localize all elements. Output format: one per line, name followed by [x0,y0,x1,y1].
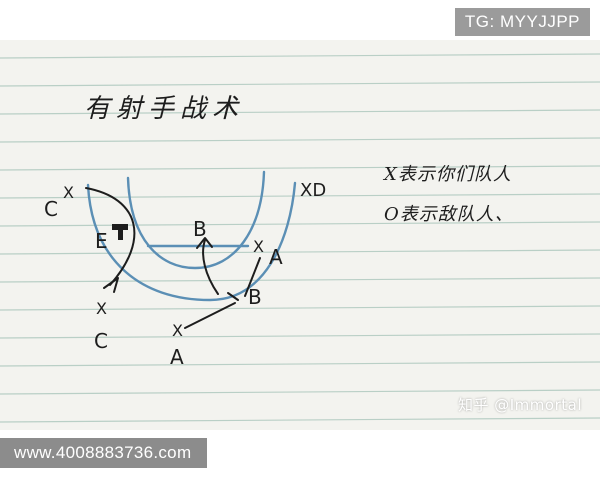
a-right-path [244,257,261,297]
label-a-bottom: A [170,345,184,369]
label-x-d: XD [300,180,326,201]
note-title: 有射手战术 [84,94,245,124]
label-a-right: A [269,245,283,269]
legend-x: X表示你们队人 [384,164,512,185]
tg-watermark: TG: MYYJJPP [454,8,590,36]
b-arrow-head [196,237,213,249]
label-e: E [95,229,108,253]
arrow-mark [227,292,239,301]
site-watermark: www.4008883736.com [0,438,208,468]
inner-arc [126,170,266,270]
legend-o: O表示敌队人、 [384,204,514,225]
b-arrow-up [202,239,219,295]
ruled-lines [0,53,600,423]
label-c-top: C [44,197,58,221]
label-b-low: B [248,285,262,309]
c-arrow [103,277,119,293]
label-c-bottom: C [94,329,108,353]
outer-arc [86,181,297,302]
zhihu-watermark: 知乎 @Immortal [457,396,582,414]
label-x-bottom: X [172,321,183,340]
label-x-c: X [96,299,107,318]
label-x-top: X [63,183,74,202]
c-path [85,187,136,286]
label-x-a: X [253,237,264,256]
label-b-mid: B [193,217,207,241]
hammer-icon [112,224,128,240]
a-path [184,302,236,329]
